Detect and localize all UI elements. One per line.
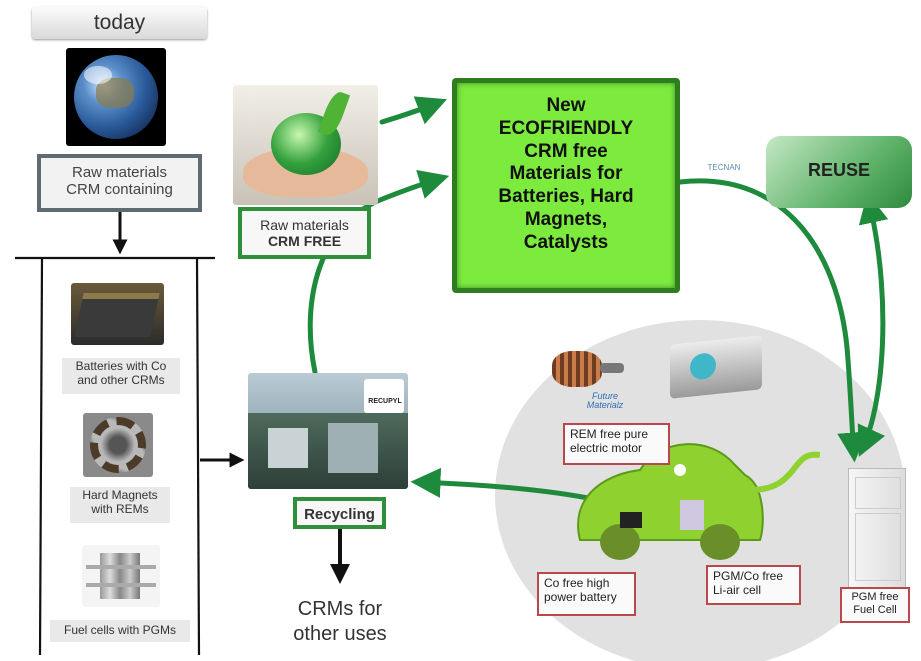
earth-image (66, 48, 166, 146)
reuse-box: REUSE (766, 136, 912, 208)
co-free-battery-label: Co free high power battery (537, 572, 636, 616)
batteries-image (71, 283, 164, 345)
green-car (577, 443, 820, 560)
new-ecofriendly-box: New ECOFRIENDLY CRM free Materials for B… (452, 78, 680, 293)
fuel-cell-image (82, 545, 160, 607)
left-bracket (15, 256, 215, 656)
arrow-ev-to-recycling (410, 467, 601, 503)
today-banner (32, 7, 207, 39)
fuel-cells-caption: Fuel cells with PGMs (50, 620, 190, 642)
tecnan-logo: TECNAN (707, 163, 741, 172)
recupyl-logo: RECUPYL (368, 398, 402, 405)
rem-free-motor-label: REM free pure electric motor (563, 423, 670, 465)
raw-materials-crm-box: Raw materials CRM containing (37, 154, 202, 212)
hard-magnets-image (83, 413, 153, 477)
pgm-li-air-label: PGM/Co free Li-air cell (706, 565, 801, 605)
recycling-box: Recycling (293, 497, 386, 529)
future-materialz-logo: Future Materialz (586, 391, 624, 410)
raw-materials-crm-free-box: Raw materials CRM FREE (238, 207, 371, 259)
arrow-photo-to-new (379, 96, 447, 125)
raw-free-line2: CRM FREE (267, 233, 342, 250)
li-air-cell-image (670, 335, 762, 399)
batteries-caption: Batteries with Co and other CRMs (62, 358, 180, 394)
hard-magnets-caption: Hard Magnets with REMs (70, 487, 170, 523)
arrow-new-to-fuelcell (677, 178, 868, 463)
recycling-plant-image (248, 373, 408, 489)
crms-other-uses-label: CRMs for other uses (293, 598, 387, 645)
fuel-cell-cabinet-image (848, 468, 906, 590)
arrow-reuse-double (857, 192, 889, 457)
electric-motor-image (548, 345, 628, 395)
pgm-free-fuel-cell-label: PGM free Fuel Cell (840, 587, 910, 623)
hands-globe-image (233, 85, 378, 205)
today-label: today (93, 11, 146, 34)
raw-free-line1: Raw materials (260, 217, 349, 233)
